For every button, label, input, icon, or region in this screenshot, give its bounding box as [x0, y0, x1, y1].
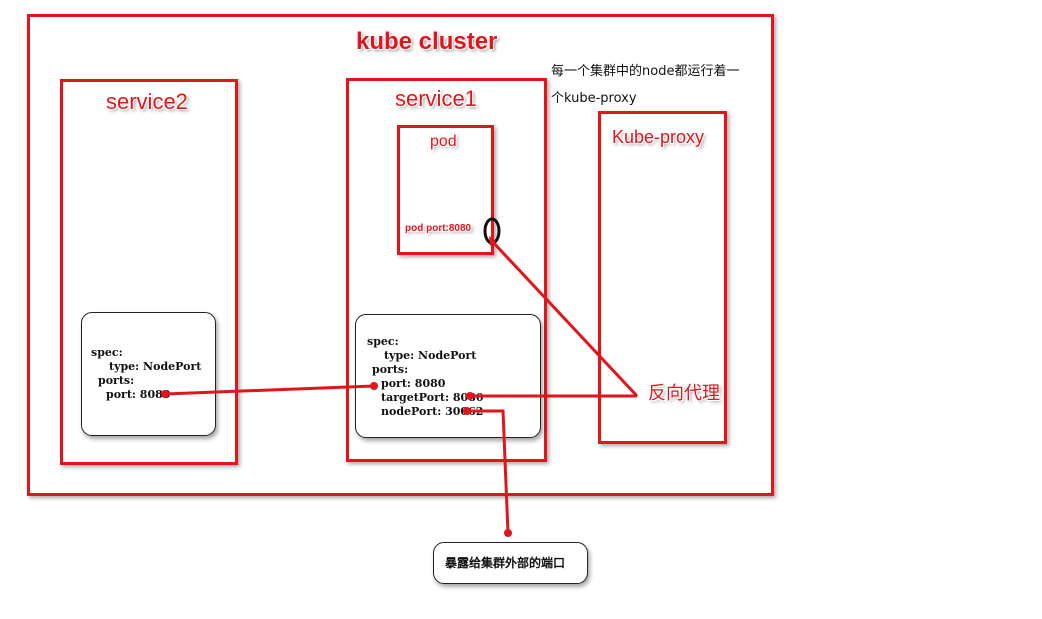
proxy-to-pod-port-line — [488, 237, 639, 398]
note-line-1: 每一个集群中的node都运行着一 — [551, 64, 740, 79]
service2-spec-port: port: 8080 — [106, 388, 171, 401]
service2-spec-line: spec: — [91, 346, 123, 359]
service2-spec-ports: ports: — [98, 374, 135, 387]
targetport-dot — [466, 392, 474, 400]
service2-box — [60, 79, 238, 465]
service1-spec-nodeport: nodePort: 30062 — [381, 405, 484, 418]
service1-spec-type: type: NodePort — [384, 349, 477, 362]
service1-spec-port: port: 8080 — [381, 377, 446, 390]
service2-title: service2 — [106, 89, 188, 114]
pod-title: pod — [430, 133, 457, 150]
service2-spec-type: type: NodePort — [109, 360, 202, 373]
service1-port-dot — [370, 382, 378, 390]
service1-title: service1 — [395, 86, 477, 111]
service1-box — [346, 78, 547, 462]
service1-spec-targetport: targetPort: 8080 — [381, 391, 484, 404]
service2-port-dot — [161, 390, 169, 398]
service1-spec-line: spec: — [367, 335, 399, 348]
service1-spec-card: spec: type: NodePort ports: port: 8080 t… — [355, 314, 541, 438]
kube-cluster-title: kube cluster — [356, 28, 498, 55]
pod-box — [397, 125, 494, 255]
nodeport-dot — [463, 407, 471, 415]
pod-port-label: pod port:8080 — [405, 223, 472, 234]
external-port-label: 暴露给集群外部的端口 — [445, 556, 566, 570]
service2-to-service1-port-line — [164, 384, 375, 396]
reverse-proxy-label: 反向代理 — [648, 383, 720, 403]
external-port-callout: 暴露给集群外部的端口 — [433, 542, 588, 584]
pod-port-arrowhead — [489, 236, 496, 246]
service1-spec-ports: ports: — [372, 363, 409, 376]
external-port-dot — [504, 529, 512, 537]
kube-cluster-box — [27, 14, 774, 496]
kube-proxy-box — [598, 111, 727, 444]
nodeport-to-external-line — [467, 409, 510, 534]
note-line-2: 个kube-proxy — [551, 91, 637, 106]
kube-proxy-title: Kube-proxy — [612, 127, 705, 147]
service2-spec-card: spec: type: NodePort ports: port: 8080 — [81, 312, 216, 436]
